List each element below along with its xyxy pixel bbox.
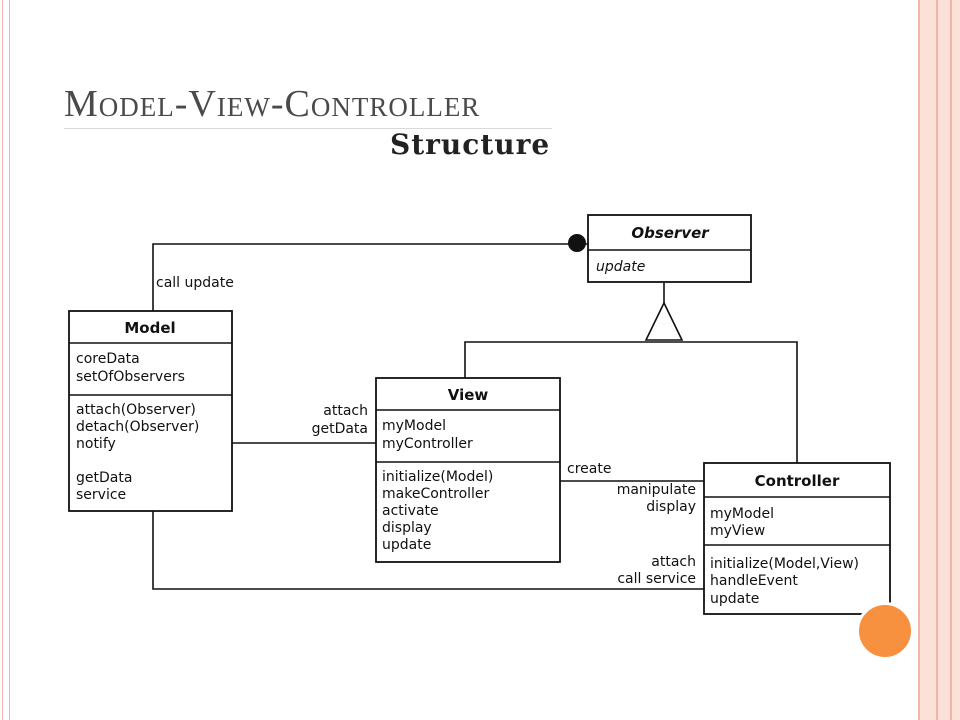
display-label: display [646, 499, 696, 515]
attach-label: attach [323, 403, 368, 419]
view-op: update [382, 537, 431, 553]
model-op: detach(Observer) [76, 419, 199, 435]
slide-subtitle: Structure [390, 128, 551, 161]
model-op: notify [76, 436, 116, 452]
controller-class: Controller myModel myView initialize(Mod… [703, 462, 891, 615]
call-service-label: call service [617, 571, 696, 587]
model-controller-connector [152, 511, 704, 590]
view-name: View [448, 386, 489, 404]
view-op: initialize(Model) [382, 469, 493, 485]
model-attr: coreData [76, 351, 140, 367]
getdata-label: getData [312, 421, 368, 437]
model-class: Model coreData setOfObservers attach(Obs… [68, 310, 233, 512]
controller-attr: myView [710, 523, 765, 539]
view-attr: myController [382, 436, 473, 452]
association-dot-icon [568, 234, 586, 252]
model-attr: setOfObservers [76, 369, 185, 385]
controller-op: update [710, 591, 759, 607]
right-frame-border [916, 0, 960, 720]
view-attr: myModel [382, 418, 446, 434]
model-op: service [76, 487, 126, 503]
controller-op: initialize(Model,View) [710, 556, 859, 572]
observer-class: Observer update [587, 214, 752, 283]
call-update-label: call update [156, 275, 234, 291]
slide-title: Model-View-Controller [64, 83, 481, 125]
inheritance-branches [464, 341, 798, 463]
accent-circle [856, 602, 914, 660]
model-op: getData [76, 470, 132, 486]
attach-service-label: attach [651, 554, 696, 570]
view-class: View myModel myController initialize(Mod… [375, 377, 561, 563]
model-name: Model [124, 319, 175, 337]
title-divider [64, 128, 552, 129]
left-frame-border [2, 0, 10, 720]
controller-name: Controller [755, 472, 840, 490]
view-op: makeController [382, 486, 490, 502]
observer-name: Observer [631, 224, 710, 242]
model-op: attach(Observer) [76, 402, 196, 418]
controller-attr: myModel [710, 506, 774, 522]
create-label: create [567, 461, 611, 477]
controller-op: handleEvent [710, 573, 798, 589]
view-op: display [382, 520, 432, 536]
inheritance-triangle-icon [644, 301, 684, 341]
manipulate-label: manipulate [617, 482, 696, 498]
call-update-connector [152, 243, 588, 311]
observer-op: update [596, 259, 645, 275]
view-op: activate [382, 503, 439, 519]
